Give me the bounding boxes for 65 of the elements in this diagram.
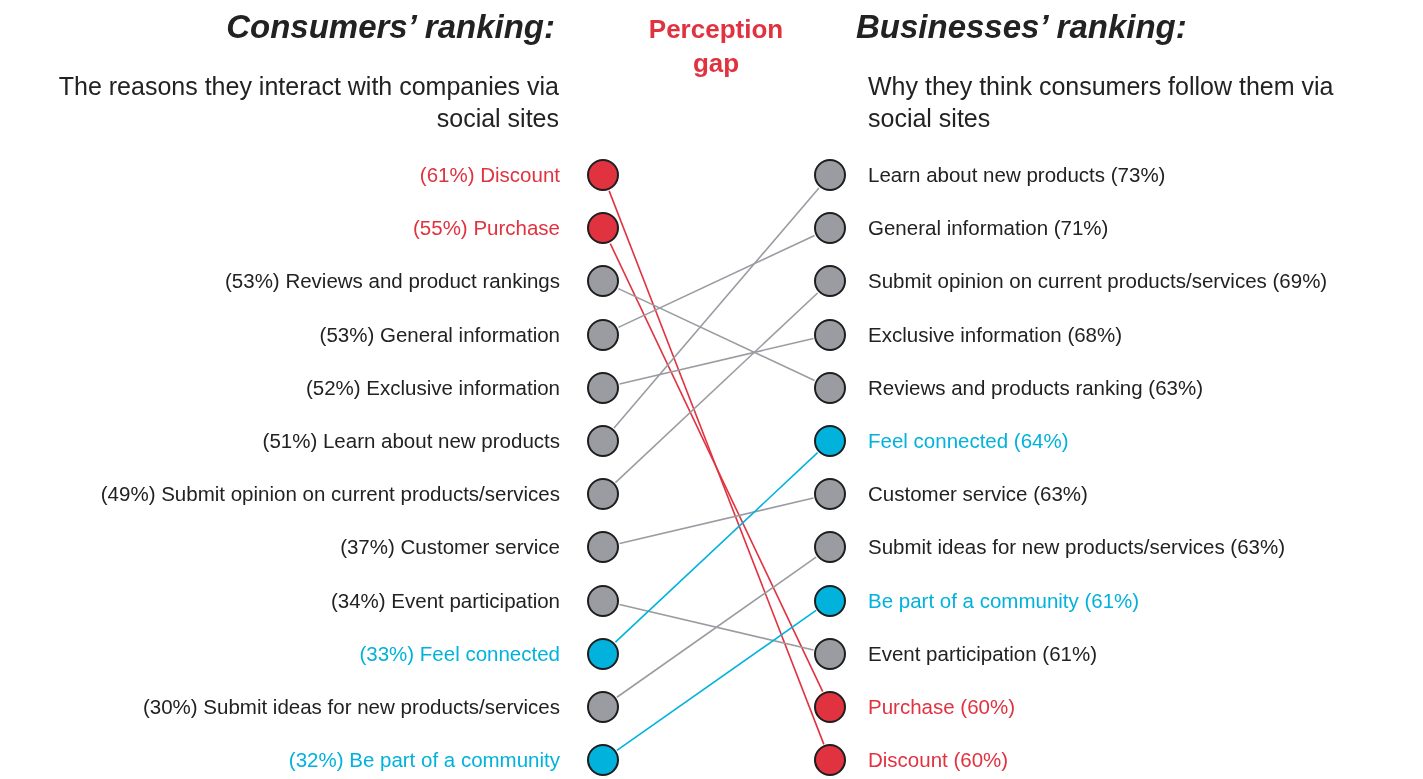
circle-marker [814, 531, 846, 564]
column-subheading: The reasons they interact with companies via social sites [57, 71, 559, 134]
circle-marker [587, 425, 619, 457]
connector-line [613, 187, 820, 429]
reason-label: Event participation (61%) [868, 640, 1098, 667]
connector-line [616, 556, 817, 698]
reason-label: Feel connected (64%) [868, 428, 1069, 454]
connector-line [617, 234, 816, 329]
reason-label: Submit ideas for new products/services (63%) [868, 534, 1285, 561]
reason-label: (33%) Feel connected [359, 640, 560, 667]
circle-marker [587, 371, 619, 404]
circle-marker [814, 265, 846, 298]
connector-line [617, 287, 816, 382]
connector-line [618, 337, 815, 385]
reason-label: Submit opinion on current products/services (69%) [868, 268, 1328, 295]
reason-label: (52%) Exclusive information [305, 374, 560, 401]
circle-marker [587, 531, 619, 564]
reason-label: Be part of a community (61%) [868, 587, 1140, 614]
reason-label: Customer service (63%) [868, 481, 1088, 508]
reason-label: Exclusive information (68%) [868, 321, 1123, 348]
circle-marker [814, 637, 846, 670]
circle-marker [814, 318, 846, 351]
reason-label: Reviews and products ranking (63%) [868, 374, 1203, 401]
connector-line [618, 603, 815, 651]
circle-marker [814, 425, 846, 457]
column-subheading: Why they think consumers follow them via social sites [868, 71, 1335, 134]
circle-marker [587, 159, 619, 191]
circle-marker [587, 584, 619, 617]
circle-marker [587, 478, 619, 511]
reason-label: (53%) Reviews and product rankings [225, 268, 560, 295]
reason-label: (34%) Event participation [330, 587, 560, 614]
reason-label: General information (71%) [868, 215, 1109, 242]
connector-line [618, 497, 815, 545]
reason-label: Discount (60%) [868, 747, 1009, 774]
connector-line [609, 242, 824, 693]
reason-label: (49%) Submit opinion on current products/services [100, 481, 560, 508]
circle-marker [814, 744, 846, 777]
connector-line [614, 451, 819, 643]
circle-marker [814, 584, 846, 617]
gap-heading: Perception gap [647, 13, 785, 80]
circle-marker [814, 691, 846, 723]
connector-line [614, 292, 819, 484]
column-heading: Businesses’ ranking: [856, 8, 1187, 46]
circle-marker [587, 265, 619, 298]
reason-label: (32%) Be part of a community [288, 747, 560, 774]
connector-line [608, 190, 825, 746]
column-heading: Consumers’ ranking: [226, 8, 555, 46]
reason-label: (51%) Learn about new products [262, 428, 560, 454]
circle-marker [587, 637, 619, 670]
reason-label: (61%) Discount [419, 162, 560, 188]
circle-marker [814, 212, 846, 245]
connector-line [616, 609, 817, 752]
reason-label: (55%) Purchase [413, 215, 560, 242]
reason-label: (53%) General information [319, 321, 560, 348]
circle-marker [587, 691, 619, 723]
circle-marker [587, 744, 619, 777]
circle-marker [587, 212, 619, 245]
reason-label: Learn about new products (73%) [868, 162, 1166, 188]
circle-marker [814, 371, 846, 404]
circle-marker [814, 478, 846, 511]
circle-marker [814, 159, 846, 191]
reason-label: (30%) Submit ideas for new products/services [143, 694, 560, 720]
reason-label: (37%) Customer service [340, 534, 560, 561]
reason-label: Purchase (60%) [868, 694, 1015, 720]
circle-marker [587, 318, 619, 351]
